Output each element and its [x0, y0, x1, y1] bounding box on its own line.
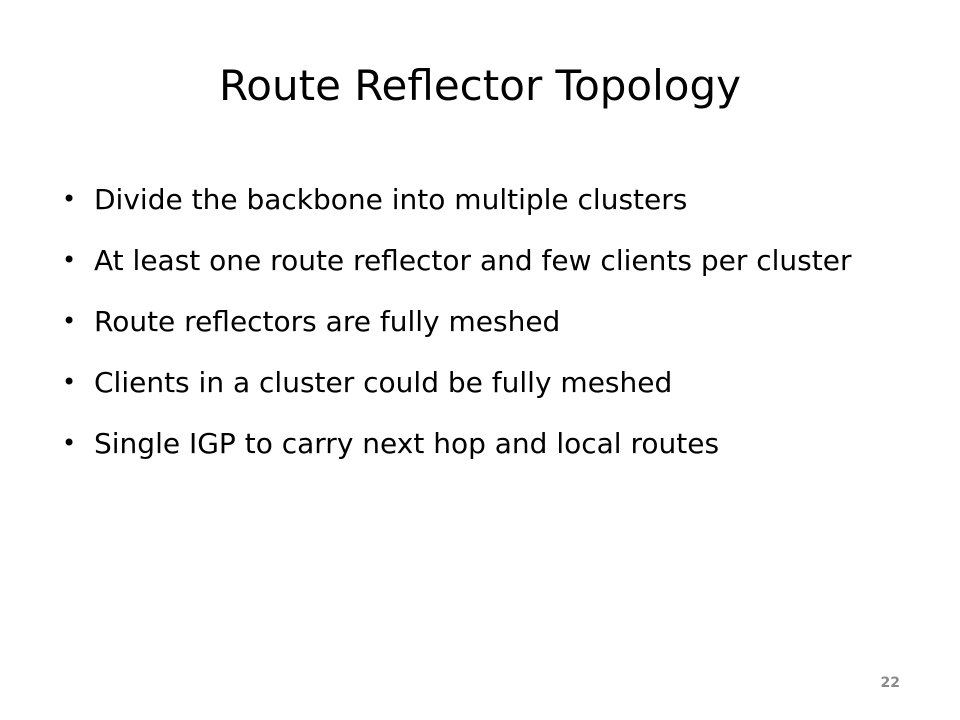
bullet-icon: • — [62, 307, 77, 335]
bullet-item: • Single IGP to carry next hop and local… — [62, 422, 882, 465]
slide-title: Route Reflector Topology — [218, 61, 742, 110]
bullet-text: Clients in a cluster could be fully mesh… — [94, 366, 673, 399]
bullet-text: Divide the backbone into multiple cluste… — [94, 183, 688, 216]
bullet-item: • Divide the backbone into multiple clus… — [62, 178, 882, 221]
bullet-icon: • — [62, 429, 77, 457]
bullet-item: • At least one route reflector and few c… — [62, 239, 882, 282]
bullet-icon: • — [62, 368, 77, 396]
bullet-text: At least one route reflector and few cli… — [94, 244, 852, 277]
bullet-text: Route reflectors are fully meshed — [94, 305, 561, 338]
page-number: 22 — [880, 675, 900, 691]
bullet-item: • Route reflectors are fully meshed — [62, 300, 882, 343]
bullet-icon: • — [62, 246, 77, 274]
bullet-item: • Clients in a cluster could be fully me… — [62, 361, 882, 404]
bullet-icon: • — [62, 185, 77, 213]
bullet-text: Single IGP to carry next hop and local r… — [94, 427, 720, 460]
bullet-list: • Divide the backbone into multiple clus… — [62, 178, 882, 483]
